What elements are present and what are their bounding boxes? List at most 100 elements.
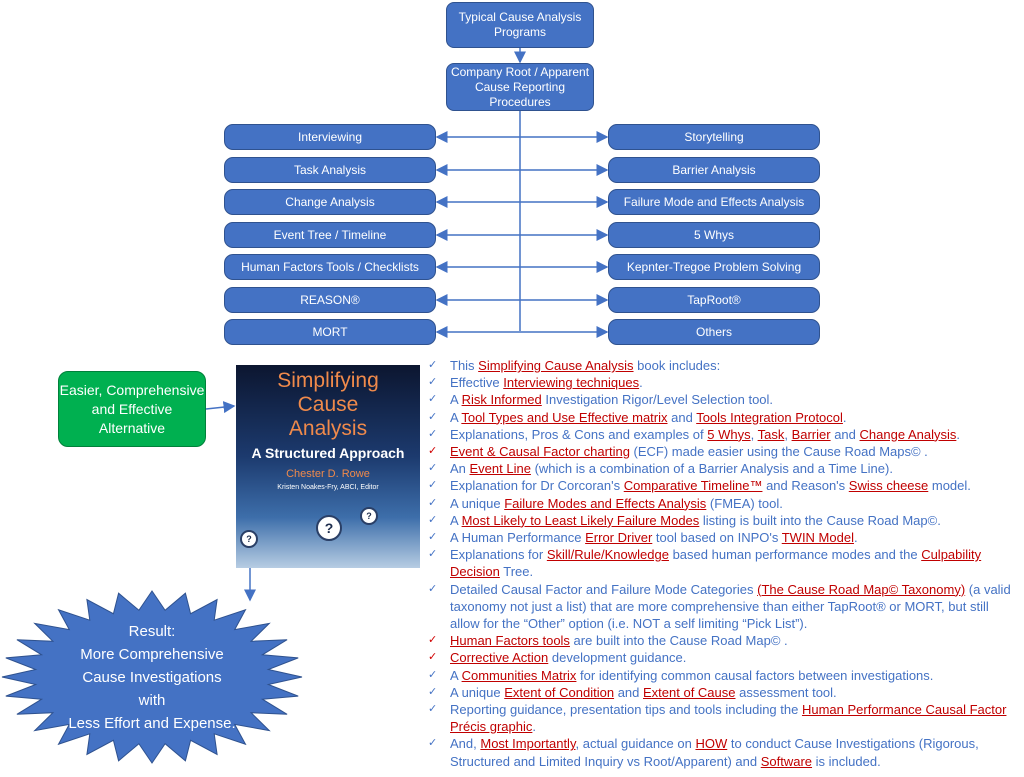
feature-text: model. <box>928 478 971 494</box>
feature-highlight-link[interactable]: Risk Informed <box>461 392 542 408</box>
feature-text: and <box>614 684 643 700</box>
feature-highlight-link[interactable]: Extent of Cause <box>643 684 736 700</box>
check-icon: ✓ <box>428 359 438 371</box>
feature-highlight-link[interactable]: Event Line <box>469 461 531 477</box>
feature-item: ✓A Most Likely to Least Likely Failure M… <box>428 512 1020 529</box>
check-icon: ✓ <box>428 445 438 458</box>
feature-text: This <box>450 358 479 373</box>
feature-text: . <box>842 409 847 425</box>
feature-text: and <box>667 409 697 425</box>
tool-right-box: Barrier Analysis <box>608 157 820 183</box>
tool-left-box: Task Analysis <box>224 157 436 183</box>
feature-highlight-link[interactable]: Tools Integration Protocol <box>696 409 843 425</box>
feature-item: ✓A unique Failure Modes and Effects Anal… <box>428 495 1020 512</box>
feature-text: . <box>532 719 536 735</box>
feature-text: Reporting guidance, presentation tips an… <box>450 702 802 718</box>
feature-text: And, <box>450 736 481 752</box>
feature-item: ✓ Explanations for Skill/Rule/Knowledge b… <box>428 546 1020 580</box>
feature-highlight-link[interactable]: Event & Causal Factor charting <box>450 444 630 460</box>
result-starburst <box>1 590 303 764</box>
feature-text: based human performance modes and the <box>668 547 922 563</box>
feature-highlight-link[interactable]: Failure Modes and Effects Analysis <box>504 495 707 511</box>
feature-text: development guidance. <box>548 650 687 666</box>
check-icon: ✓ <box>428 582 438 595</box>
check-icon: ✓ <box>428 393 438 406</box>
feature-text: (a valid taxonomy not just a list) that … <box>450 581 1011 632</box>
feature-item: ✓A Risk Informed Investigation Rigor/Lev… <box>428 391 1020 408</box>
feature-text: (which is a combination of a Barrier Ana… <box>530 461 893 477</box>
feature-item: ✓A Communities Matrix for identifying co… <box>428 667 1020 684</box>
feature-text: A Human Performance <box>450 530 586 546</box>
result-line: Result: <box>128 623 176 640</box>
result-text: Result: More Comprehensive Cause Investi… <box>0 620 304 735</box>
feature-item: ✓Explanations, Pros & Cons and examples … <box>428 426 1020 443</box>
feature-highlight-link[interactable]: Skill/Rule/Knowledge <box>546 547 669 563</box>
feature-highlight-link[interactable]: Most Importantly <box>480 736 576 752</box>
feature-item: ✓ Reporting guidance, presentation tips a… <box>428 701 1020 735</box>
feature-text: and Reason's <box>762 478 849 494</box>
feature-highlight-link[interactable]: Software <box>760 753 813 769</box>
feature-highlight-link[interactable]: Simplifying Cause Analysis <box>478 358 634 373</box>
feature-item: ✓Detailed Causal Factor and Failure Mode… <box>428 581 1020 633</box>
check-icon: ✓ <box>428 531 438 544</box>
feature-highlight-link[interactable]: Comparative Timeline™ <box>623 478 763 494</box>
feature-highlight-link[interactable]: Task <box>757 426 785 442</box>
feature-text: . <box>639 375 643 391</box>
feature-item: ✓ Corrective Action development guidance. <box>428 649 1020 666</box>
feature-highlight-link[interactable]: 5 Whys <box>707 426 751 442</box>
result-line: with <box>138 692 166 709</box>
feature-item: ✓Event & Causal Factor charting (ECF) ma… <box>428 443 1020 460</box>
feature-highlight-link[interactable]: Most Likely to Least Likely Failure Mode… <box>461 512 700 528</box>
feature-text: . <box>956 426 960 442</box>
feature-text: Effective <box>450 375 504 391</box>
feature-highlight-link[interactable]: Extent of Condition <box>504 684 615 700</box>
feature-highlight-link[interactable]: HOW <box>695 736 728 752</box>
feature-item: ✓ Effective Interviewing techniques. <box>428 374 1020 391</box>
feature-item: ✓ A unique Extent of Condition and Extent… <box>428 684 1020 701</box>
tool-left-box: Interviewing <box>224 124 436 150</box>
feature-highlight-link[interactable]: TWIN Model <box>781 530 854 546</box>
tool-right-box: 5 Whys <box>608 222 820 248</box>
feature-highlight-link[interactable]: Error Driver <box>585 530 653 546</box>
feature-highlight-link[interactable]: Tool Types and Use Effective matrix <box>461 409 668 425</box>
check-icon: ✓ <box>428 737 438 750</box>
book-subtitle: A Structured Approach <box>251 445 405 461</box>
feature-text: Explanations for <box>450 547 547 563</box>
typical-programs-box: Typical Cause Analysis Programs <box>446 2 594 48</box>
check-icon: ✓ <box>428 376 438 389</box>
tool-left-box: Event Tree / Timeline <box>224 222 436 248</box>
feature-highlight-link[interactable]: (The Cause Road Map© Taxonomy) <box>757 581 966 597</box>
feature-text: tool based on INPO's <box>652 530 782 546</box>
feature-highlight-link[interactable]: Human Factors tools <box>450 633 570 649</box>
feature-text: An <box>450 461 470 477</box>
check-icon: ✓ <box>428 685 438 698</box>
tool-left-box: REASON® <box>224 287 436 313</box>
check-icon: ✓ <box>428 668 438 681</box>
feature-highlight-link[interactable]: Interviewing techniques <box>503 375 640 391</box>
feature-text: and <box>830 426 860 442</box>
feature-highlight-link[interactable]: Human Performance Causal Factor Précis g… <box>450 702 1007 735</box>
feature-highlight-link[interactable]: Culpability Decision <box>450 547 982 580</box>
feature-highlight-link[interactable]: Barrier <box>791 426 831 442</box>
feature-text: is included. <box>812 753 881 769</box>
feature-highlight-link[interactable]: Communities Matrix <box>461 667 577 683</box>
feature-text: , <box>784 426 792 442</box>
alternative-text: Easier, Comprehensive and Effective Alte… <box>59 381 205 436</box>
feature-highlight-link[interactable]: Corrective Action <box>450 650 549 666</box>
feature-text: . <box>853 530 858 546</box>
feature-highlight-link[interactable]: Swiss cheese <box>848 478 929 494</box>
feature-text: Explanation for Dr Corcoran's <box>450 478 624 494</box>
book-cover: Simplifying Cause Analysis A Structured … <box>236 365 420 568</box>
tool-right-box: Others <box>608 319 820 345</box>
check-icon: ✓ <box>428 703 438 716</box>
check-icon: ✓ <box>428 651 438 664</box>
feature-item: ✓An Event Line (which is a combination o… <box>428 460 1020 477</box>
check-icon: ✓ <box>428 496 438 509</box>
feature-item: ✓A Tool Types and Use Effective matrix a… <box>428 409 1020 426</box>
feature-text: A <box>450 512 462 528</box>
feature-text: Investigation Rigor/Level Selection tool… <box>541 392 774 408</box>
check-icon: ✓ <box>428 548 438 561</box>
feature-text: A unique <box>450 684 505 700</box>
feature-highlight-link[interactable]: Change Analysis <box>859 426 957 442</box>
